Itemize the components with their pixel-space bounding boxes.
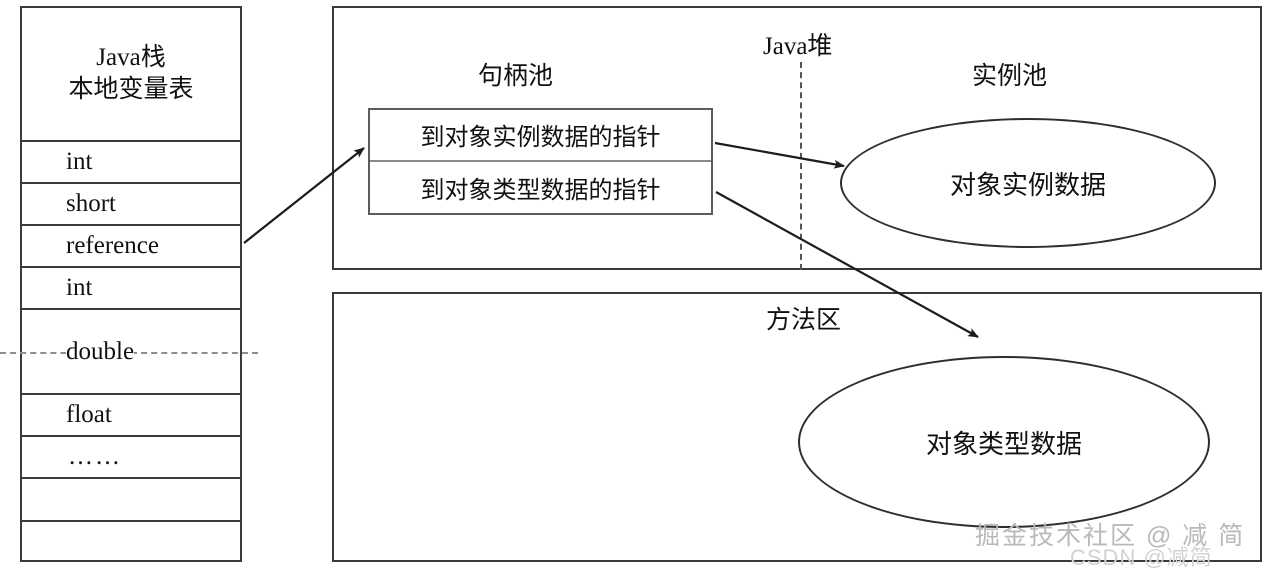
handle-row-label: 到对象实例数据的指针 (420, 125, 661, 152)
slot-label: reference (66, 232, 159, 259)
object-instance-data-ellipse: 对象实例数据 (840, 118, 1216, 248)
handle-pool-box: 到对象实例数据的指针 到对象类型数据的指针 (368, 108, 713, 215)
ellipse-label: 对象实例数据 (949, 170, 1106, 200)
watermark-juejin: 掘金技术社区 @ 减 简 (975, 522, 1246, 550)
handle-row-label: 到对象类型数据的指针 (420, 177, 661, 204)
stack-slot-ellipsis: …… (22, 437, 240, 479)
instance-pool-title: 实例池 (972, 63, 1048, 90)
ellipse-label: 对象类型数据 (925, 429, 1082, 459)
slot-label: int (66, 274, 93, 301)
heap-dashed-divider (800, 62, 802, 270)
stack-slot-float: float (22, 395, 240, 437)
java-heap-title: Java堆 (757, 26, 839, 62)
slot-label: …… (68, 443, 122, 470)
watermark-csdn: CSDN @减简 (1070, 545, 1213, 568)
slot-label: double (66, 337, 135, 366)
method-area-title: 方法区 (760, 300, 848, 336)
stack-slot-empty-2 (22, 522, 240, 564)
stack-slot-double: double (0, 310, 258, 395)
object-type-data-ellipse: 对象类型数据 (798, 356, 1210, 528)
slot-label: short (66, 190, 116, 217)
handle-pool-title: 句柄池 (478, 63, 554, 90)
stack-slot-empty-1 (22, 479, 240, 522)
stack-slot-reference: reference (22, 226, 240, 268)
stack-slot-int-2: int (22, 268, 240, 310)
handle-row-type-pointer: 到对象类型数据的指针 (370, 162, 711, 214)
handle-row-instance-pointer: 到对象实例数据的指针 (370, 110, 711, 162)
slot-label: int (66, 148, 93, 175)
java-stack-table: Java栈 本地变量表 int short reference int doub… (0, 6, 258, 564)
stack-slot-int-1: int (22, 142, 240, 184)
stack-title-line-1: Java栈 (96, 44, 166, 71)
stack-slot-short: short (22, 184, 240, 226)
slot-label: float (66, 401, 112, 428)
stack-table-header: Java栈 本地变量表 (22, 8, 240, 142)
stack-title-line-2: 本地变量表 (68, 76, 194, 103)
